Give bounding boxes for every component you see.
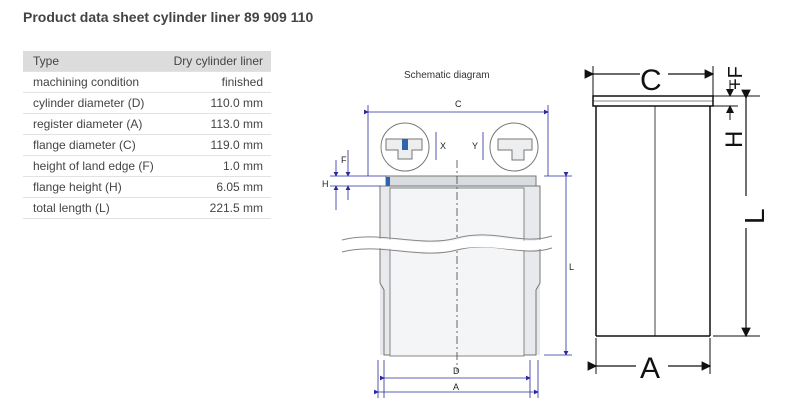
dim-label-d: D	[453, 366, 460, 376]
dim-label-a: A	[453, 382, 459, 392]
side-dim-label-h: H	[721, 131, 748, 148]
row-label: height of land edge (F)	[23, 155, 163, 177]
liner-side-view	[584, 66, 760, 374]
schematic-label: Schematic diagram	[404, 70, 490, 81]
dim-label-c: C	[455, 99, 462, 109]
table-row: register diameter (A) 113.0 mm	[23, 113, 271, 135]
table-row: Type Dry cylinder liner	[23, 51, 271, 72]
row-label: machining condition	[23, 71, 163, 93]
table-row: flange diameter (C) 119.0 mm	[23, 134, 271, 156]
row-label: total length (L)	[23, 197, 163, 219]
row-label: flange height (H)	[23, 176, 163, 198]
row-value: 1.0 mm	[162, 155, 271, 177]
dim-label-h: H	[322, 179, 329, 189]
row-value: 6.05 mm	[162, 176, 271, 198]
row-label: register diameter (A)	[23, 113, 163, 135]
dim-label-y: Y	[472, 141, 478, 151]
spec-table: Type Dry cylinder liner machining condit…	[23, 51, 271, 219]
dim-label-x: X	[440, 141, 446, 151]
liner-section	[341, 160, 553, 372]
page-title: Product data sheet cylinder liner 89 909…	[23, 9, 314, 25]
row-label: cylinder diameter (D)	[23, 92, 163, 114]
row-value: 221.5 mm	[162, 197, 271, 219]
detail-y	[482, 122, 539, 172]
table-row: machining condition finished	[23, 71, 271, 93]
detail-x	[380, 122, 437, 172]
row-value: 119.0 mm	[162, 134, 271, 156]
dim-label-f: F	[341, 155, 347, 165]
side-dim-label-f: +F	[725, 66, 747, 90]
table-row: flange height (H) 6.05 mm	[23, 176, 271, 198]
side-dim-label-c: C	[640, 64, 662, 97]
table-row: height of land edge (F) 1.0 mm	[23, 155, 271, 177]
row-value: Dry cylinder liner	[162, 51, 271, 72]
table-row: cylinder diameter (D) 110.0 mm	[23, 92, 271, 114]
row-label: flange diameter (C)	[23, 134, 163, 156]
row-value: 113.0 mm	[162, 113, 271, 135]
side-dim-label-a: A	[640, 352, 660, 385]
table-row: total length (L) 221.5 mm	[23, 197, 271, 219]
row-label: Type	[23, 51, 163, 72]
row-value: 110.0 mm	[162, 92, 271, 114]
row-value: finished	[162, 71, 271, 93]
side-dim-label-l: L	[739, 208, 770, 224]
dim-label-l: L	[569, 262, 574, 272]
